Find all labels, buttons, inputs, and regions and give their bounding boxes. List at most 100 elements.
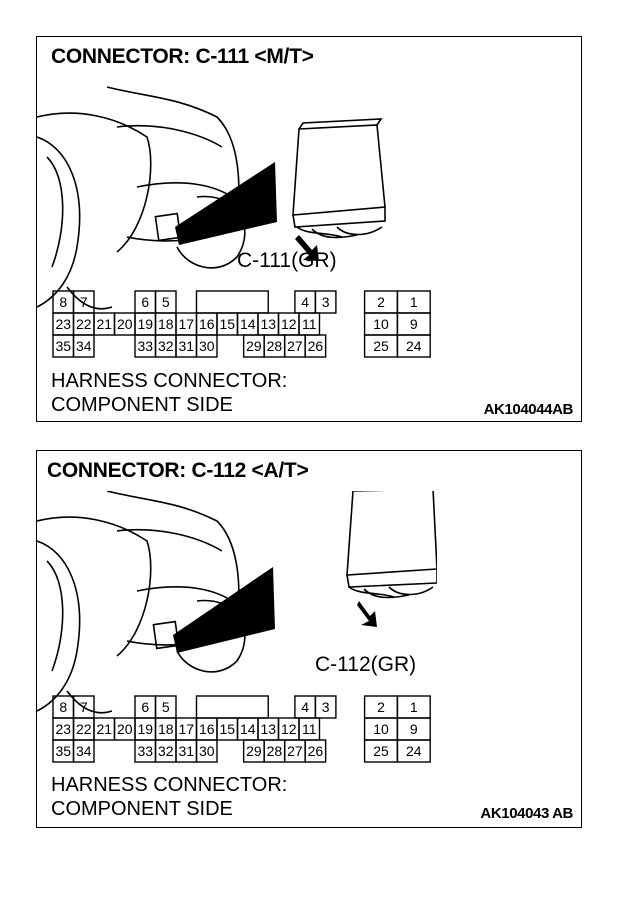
- pin-23: 23: [52, 312, 75, 336]
- pin-25: 25: [363, 739, 399, 763]
- pin-label: 13: [260, 721, 276, 737]
- pin-23: 23: [52, 717, 75, 741]
- pin-label: 34: [76, 743, 92, 759]
- pin-label: 31: [178, 338, 194, 354]
- pin-label: 13: [260, 316, 276, 332]
- pin-9: 9: [396, 312, 431, 336]
- pin-label: 11: [302, 721, 317, 737]
- pin-12: 12: [277, 717, 300, 741]
- pin-label: 12: [281, 316, 297, 332]
- pin-label: 24: [406, 743, 422, 759]
- pin-label: 14: [240, 316, 256, 332]
- pin-2: 2: [363, 290, 399, 314]
- pin-label: 7: [80, 294, 88, 310]
- pin-16: 16: [195, 312, 218, 336]
- pin-33: 33: [134, 739, 157, 763]
- pin-35: 35: [52, 739, 75, 763]
- pin-25: 25: [363, 334, 399, 358]
- pin-label: 8: [59, 699, 67, 715]
- pin-30: 30: [195, 739, 218, 763]
- pin-6: 6: [134, 290, 157, 314]
- panel-title: CONNECTOR: C-112 <A/T>: [47, 459, 309, 482]
- pin-26: 26: [304, 739, 327, 763]
- pin-13: 13: [257, 717, 280, 741]
- pin-label: 17: [178, 316, 194, 332]
- pin-label: 27: [287, 338, 303, 354]
- pin-label: 16: [199, 316, 215, 332]
- pin-20: 20: [113, 717, 136, 741]
- pin-7: 7: [72, 290, 95, 314]
- pin-label: 9: [410, 316, 418, 332]
- pin-label: 9: [410, 721, 418, 737]
- pin-6: 6: [134, 695, 157, 719]
- pin-12: 12: [277, 312, 300, 336]
- pin-label: 5: [162, 294, 170, 310]
- pin-label: 1: [410, 699, 418, 715]
- harness-label-line1: HARNESS CONNECTOR:: [51, 370, 288, 392]
- connector-callout: C-111(GR): [237, 249, 337, 272]
- pin-label: 15: [219, 316, 235, 332]
- connector-key-block: [195, 695, 269, 719]
- pin-label: 15: [219, 721, 235, 737]
- pin-27: 27: [283, 739, 306, 763]
- harness-label-line2: COMPONENT SIDE: [51, 394, 233, 416]
- pin-14: 14: [236, 717, 259, 741]
- pin-29: 29: [242, 334, 265, 358]
- pin-label: 28: [267, 743, 283, 759]
- pin-30: 30: [195, 334, 218, 358]
- pin-label: 6: [141, 699, 149, 715]
- pin-1: 1: [396, 290, 431, 314]
- pin-34: 34: [72, 739, 95, 763]
- harness-label-line1: HARNESS CONNECTOR:: [51, 774, 288, 796]
- pin-8: 8: [52, 290, 75, 314]
- connector-callout: C-112(GR): [315, 653, 417, 676]
- pin-26: 26: [304, 334, 327, 358]
- pin-2: 2: [363, 695, 399, 719]
- connector-key-block: [195, 290, 269, 314]
- pin-33: 33: [134, 334, 157, 358]
- pin-16: 16: [195, 717, 218, 741]
- pin-label: 24: [406, 338, 422, 354]
- pin-label: 21: [96, 721, 112, 737]
- pin-label: 19: [137, 721, 153, 737]
- pin-label: 27: [287, 743, 303, 759]
- pin-label: 4: [301, 294, 309, 310]
- pin-label: 18: [158, 721, 174, 737]
- pin-5: 5: [154, 290, 177, 314]
- pin-label: 11: [302, 316, 317, 332]
- pin-label: 21: [96, 316, 112, 332]
- pin-label: 34: [76, 338, 92, 354]
- ecu-module: [346, 491, 437, 599]
- pin-17: 17: [175, 717, 198, 741]
- pin-label: 20: [117, 721, 133, 737]
- pin-10: 10: [363, 312, 399, 336]
- ecu-module: [292, 118, 386, 239]
- pin-label: 7: [80, 699, 88, 715]
- pin-label: 16: [199, 721, 215, 737]
- pin-label: 35: [55, 338, 71, 354]
- pin-31: 31: [175, 739, 198, 763]
- pin-label: 30: [199, 338, 215, 354]
- pin-label: 18: [158, 316, 174, 332]
- pin-label: 6: [141, 294, 149, 310]
- pin-4: 4: [294, 290, 317, 314]
- pin-label: 3: [322, 699, 330, 715]
- pin-label: 35: [55, 743, 71, 759]
- pin-label: 1: [410, 294, 418, 310]
- pin-label: 22: [76, 316, 92, 332]
- pin-label: 31: [178, 743, 194, 759]
- pin-21: 21: [93, 717, 116, 741]
- pin-32: 32: [154, 334, 177, 358]
- pin-label: 25: [373, 338, 389, 354]
- pin-4: 4: [294, 695, 317, 719]
- pin-label: 20: [117, 316, 133, 332]
- pin-1: 1: [396, 695, 431, 719]
- pin-19: 19: [134, 312, 157, 336]
- pin-9: 9: [396, 717, 431, 741]
- pin-11: 11: [298, 717, 321, 741]
- pin-label: 12: [281, 721, 297, 737]
- figure-code: AK104044AB: [483, 401, 574, 418]
- pin-32: 32: [154, 739, 177, 763]
- pin-label: 10: [373, 721, 389, 737]
